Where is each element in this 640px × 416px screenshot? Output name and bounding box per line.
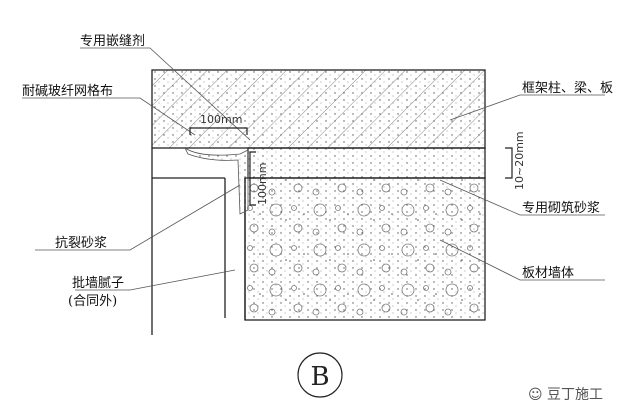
label-frame: 框架柱、梁、板 bbox=[522, 81, 614, 96]
detail-mark: B bbox=[310, 362, 329, 392]
label-sealant: 专用嵌缝剂 bbox=[80, 34, 146, 49]
label-masonry-mortar: 专用砌筑砂浆 bbox=[522, 201, 601, 216]
masonry-mortar-layer bbox=[247, 147, 486, 179]
board-wall bbox=[244, 177, 486, 321]
leader-lines bbox=[22, 47, 605, 291]
watermark-text: 豆丁施工 bbox=[547, 387, 604, 403]
detail-mark-circle bbox=[297, 352, 343, 398]
frame-slab bbox=[151, 69, 486, 149]
watermark: ☺ 豆丁施工 bbox=[528, 384, 603, 404]
dimension-marks bbox=[189, 127, 513, 206]
watermark-logo-icon: ☺ bbox=[528, 387, 548, 403]
mesh-height-dimension: 100mm bbox=[256, 163, 269, 205]
mesh-width-dimension: 100mm bbox=[200, 113, 242, 126]
label-mesh: 耐碱玻纤网格布 bbox=[22, 84, 114, 99]
label-putty-note: (合同外) bbox=[68, 294, 118, 309]
label-crack-mortar: 抗裂砂浆 bbox=[55, 236, 108, 251]
label-board-wall: 板材墙体 bbox=[522, 266, 575, 281]
adjacent-wall bbox=[151, 148, 246, 335]
label-putty: 批墙腻子 bbox=[72, 276, 125, 291]
joint-height-dimension: 10~20mm bbox=[513, 131, 526, 190]
crack-mortar-layer bbox=[183, 146, 249, 215]
